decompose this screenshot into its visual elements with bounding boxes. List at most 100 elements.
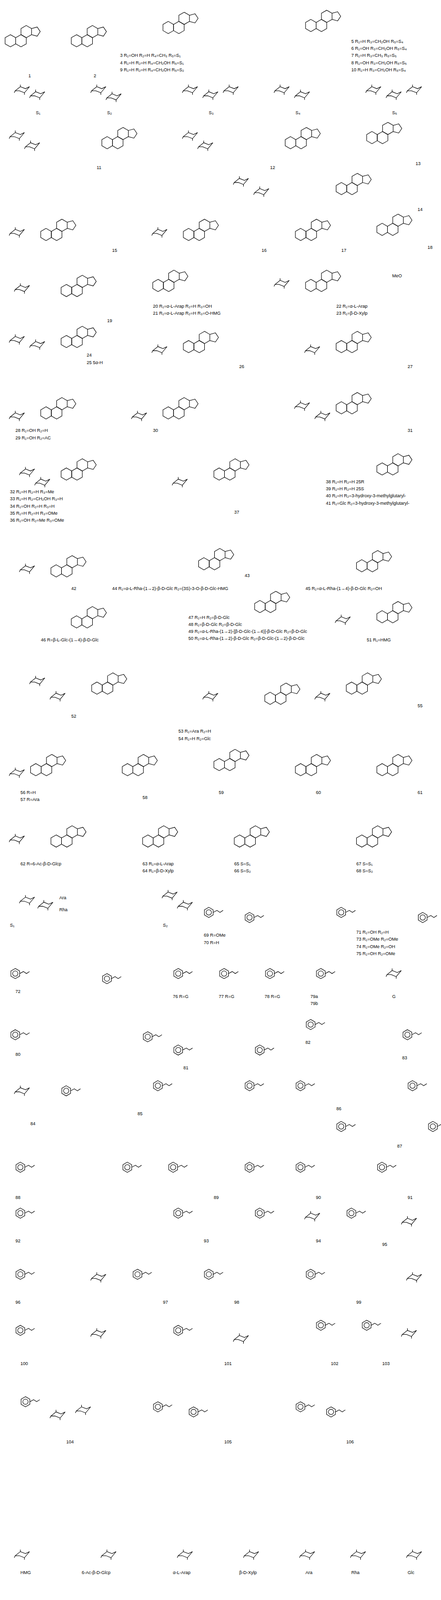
substituent-label: 33 R₁=H R₂=CH₂OH R₃=H — [9, 495, 63, 502]
substituent-label: 28 R₁=OH R₂=H — [15, 427, 48, 434]
skeleton-fragment — [294, 89, 310, 100]
skeleton-fragment — [8, 333, 25, 344]
skeleton-fragment — [20, 1395, 40, 1406]
substituent-label: 53 R₁=Ara R₂=H — [178, 728, 212, 734]
skeleton-fragment — [91, 672, 128, 694]
substituent-label: 22 R₁=α-L-Arap — [336, 303, 368, 309]
compound-number: 87 — [397, 1142, 403, 1149]
substituent-label: 68 S=S₂ — [356, 867, 373, 874]
compound-number: 19 — [107, 317, 113, 324]
compound-number: 79a — [310, 993, 318, 999]
skeleton-fragment — [15, 1206, 35, 1217]
skeleton-fragment — [8, 766, 25, 777]
substituent-label: S₄ — [295, 110, 301, 116]
substituent-label: 20 R₁=α-L-Arap R₂=H R₃=OH — [152, 303, 212, 309]
compound-number: 2 — [93, 73, 97, 79]
skeleton-fragment — [61, 275, 97, 297]
skeleton-fragment — [50, 825, 87, 847]
skeleton-fragment — [295, 1400, 315, 1411]
compound-number: 96 — [15, 1298, 21, 1305]
substituent-label: 74 R₁=OMe R₂=OH — [356, 943, 396, 949]
skeleton-fragment — [177, 1548, 193, 1559]
compound-number: 102 — [330, 1359, 339, 1366]
molecule-skeletons — [4, 9, 441, 1559]
skeleton-fragment — [204, 1268, 223, 1279]
skeleton-fragment — [295, 1079, 315, 1090]
skeleton-fragment — [15, 1161, 35, 1172]
skeleton-fragment — [162, 12, 199, 34]
skeleton-fragment — [264, 682, 300, 704]
skeleton-fragment — [366, 122, 403, 144]
skeleton-fragment — [34, 476, 50, 487]
skeleton-fragment — [233, 176, 249, 187]
substituent-label: HMG — [20, 1568, 31, 1575]
compound-number: 60 — [315, 789, 321, 795]
substituent-label: S₅ — [392, 110, 398, 116]
skeleton-fragment — [295, 1161, 315, 1172]
substituent-label: 21 R₁=α-L-Arap R₂=H R₃=O-HMG — [152, 310, 221, 316]
skeleton-fragment — [151, 227, 168, 238]
skeleton-fragment — [316, 967, 335, 978]
substituent-label: Ara — [305, 1568, 313, 1575]
skeleton-fragment — [152, 270, 189, 292]
skeleton-fragment — [376, 753, 413, 776]
compound-number: 105 — [224, 1438, 232, 1444]
skeleton-fragment — [61, 325, 97, 348]
substituent-label: 38 R₁=H R₂=H 25R — [325, 478, 365, 485]
substituent-label: 64 R₁=β-D-Xylp — [142, 867, 174, 874]
skeleton-fragment — [401, 1214, 417, 1225]
skeleton-fragment — [182, 84, 198, 95]
compound-number: 26 — [239, 363, 245, 370]
skeleton-fragment — [336, 330, 372, 353]
skeleton-fragment — [171, 476, 188, 487]
substituent-label: 78 R=G — [264, 993, 281, 999]
skeleton-fragment — [350, 1548, 366, 1559]
skeleton-fragment — [428, 1120, 441, 1131]
skeleton-fragment — [29, 339, 45, 350]
compound-number: 42 — [71, 585, 77, 591]
compound-number: 106 — [346, 1438, 354, 1444]
skeleton-fragment — [168, 1161, 188, 1172]
compound-number: 95 — [382, 1240, 388, 1247]
skeleton-fragment — [49, 690, 66, 701]
compound-number: 92 — [15, 1237, 21, 1243]
compound-number: 85 — [137, 1110, 143, 1116]
compound-number: 72 — [15, 988, 21, 994]
skeleton-fragment — [173, 1206, 193, 1217]
substituent-label: S₃ — [208, 110, 214, 116]
substituent-label: 6 R₁=OH R₃=CH₂OH R₅=S₄ — [351, 45, 407, 52]
skeleton-fragment — [122, 753, 158, 776]
skeleton-fragment — [304, 1209, 320, 1220]
skeleton-fragment — [294, 400, 310, 411]
skeleton-fragment — [173, 967, 193, 978]
skeleton-fragment — [356, 825, 392, 847]
substituent-label: G — [392, 993, 396, 999]
skeleton-fragment — [151, 344, 168, 355]
skeleton-fragment — [336, 906, 356, 917]
skeleton-fragment — [183, 330, 219, 353]
skeleton-fragment — [8, 833, 25, 844]
compound-number: 97 — [162, 1298, 168, 1305]
skeleton-fragment — [285, 127, 321, 149]
skeleton-fragment — [406, 84, 423, 95]
skeleton-fragment — [202, 89, 219, 100]
compound-number: 104 — [66, 1438, 74, 1444]
substituent-label: 29 R₁=OH R₂=AC — [15, 435, 51, 441]
skeleton-fragment — [102, 972, 122, 983]
substituent-label: S₁ — [35, 110, 41, 116]
compound-number: 91 — [407, 1193, 413, 1200]
compound-number: 101 — [224, 1359, 232, 1366]
skeleton-fragment — [106, 91, 122, 102]
skeleton-fragment — [30, 753, 66, 776]
skeleton-fragment — [29, 89, 45, 100]
skeleton-fragment — [295, 753, 331, 776]
compound-number: 94 — [315, 1237, 321, 1243]
substituent-label: 23 R₁=β-D-Xylp — [336, 310, 368, 316]
substituent-label: 44 R₁=α-L-Rha-(1→2)-β-D-Glc R₂=(3S)-3-O-… — [112, 585, 229, 591]
compound-number: 84 — [30, 1120, 36, 1126]
skeleton-fragment — [408, 1079, 427, 1090]
substituent-label: 7 R₁=H R₃=CH₃ R₅=S₅ — [351, 52, 397, 59]
substituent-label: 8 R₁=OH R₃=CH₂OH R₅=S₅ — [351, 60, 407, 66]
skeleton-fragment — [183, 218, 219, 241]
